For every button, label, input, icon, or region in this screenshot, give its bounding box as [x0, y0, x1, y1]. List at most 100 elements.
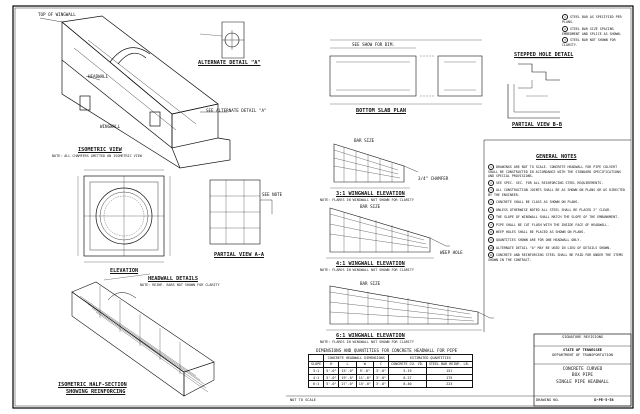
table-cell: 15'-0" — [355, 380, 374, 388]
table-cell: 27'-0" — [338, 380, 357, 388]
wingwall-3-1-drawing — [330, 143, 419, 189]
alternate-detail-a-drawing — [199, 21, 245, 59]
table-cell: 8.40 — [388, 380, 427, 388]
table-cell: 5'-0" — [323, 373, 340, 382]
table-cell — [307, 354, 325, 362]
note-number-icon: 10 — [488, 244, 494, 251]
drawing-no-label: DRAWING NO. — [536, 398, 560, 402]
wingwall-3-1-title: 3:1 WINGWALL ELEVATION — [336, 191, 405, 197]
table-header-cell: STEEL BAR REINF. LB. — [425, 360, 473, 369]
table-header-cell: L — [338, 360, 357, 369]
partial-view-bb-drawing — [507, 84, 560, 119]
note-number-icon: 4 — [488, 199, 494, 206]
table-cell: 11'-0" — [355, 373, 374, 382]
note-number-icon: 5 — [488, 206, 494, 213]
table-group-dims: CONCRETE HEADWALL DIMENSIONS — [323, 354, 390, 362]
wingwall-6-1-note: NOTE: FLARES IN WINGWALL NOT SHOWN FOR C… — [320, 340, 414, 344]
table-group-row: CONCRETE HEADWALL DIMENSIONS ESTIMATED Q… — [307, 354, 473, 362]
wingwall-4-1-drawing — [326, 207, 450, 259]
headwall-details-title: HEADWALL DETAILS — [148, 276, 198, 282]
not-to-scale: NOT TO SCALE — [290, 398, 316, 402]
table-cell: 175 — [425, 373, 473, 382]
table-header-cell: C — [372, 360, 390, 369]
wingwall-6-1-title: 6:1 WINGWALL ELEVATION — [336, 333, 405, 339]
wingwall-4-1-title: 4:1 WINGWALL ELEVATION — [336, 261, 405, 267]
table-cell: 3'-0" — [372, 373, 390, 382]
table-cell: 151 — [425, 367, 473, 375]
label-bar-size-1: BAR SIZE — [354, 138, 375, 143]
elevation-drawing — [77, 169, 171, 263]
label-bar-size-2: BAR SIZE — [360, 204, 381, 209]
headwall-details-note: NOTE: REINF. BARS NOT SHOWN FOR CLARITY — [140, 283, 220, 287]
table-header-cell: CONCRETE CU. YD. — [388, 360, 427, 369]
drawing-title-1: CONCRETE CURVED — [562, 367, 603, 372]
table-cell: 223 — [425, 380, 473, 388]
bottom-slab-plan-drawing — [329, 39, 483, 105]
agency-name: STATE OF TENNESSEE — [563, 348, 602, 352]
label-dim: SEE SHOW FOR DIM. — [352, 42, 395, 47]
wingwall-3-1-note: NOTE: FLARES IN WINGWALL NOT SHOWN FOR C… — [320, 198, 414, 202]
elevation-title: ELEVATION — [110, 268, 139, 274]
table-title: DIMENSIONS AND QUANTITIES FOR CONCRETE H… — [316, 348, 458, 353]
partial-view-bb-title: PARTIAL VIEW B-B — [512, 122, 562, 128]
sheet-inner-border — [14, 7, 632, 407]
isometric-view-note: NOTE: ALL CHAMFERS OMITTED ON ISOMETRIC … — [52, 154, 142, 158]
table-cell: 3'-0" — [372, 380, 390, 388]
iso-half-section-title-2: SHOWING REINFORCING — [66, 389, 126, 395]
table-cell: 6.27 — [388, 373, 427, 382]
title-block-frame — [533, 333, 632, 407]
general-notes-title: GENERAL NOTES — [536, 154, 577, 160]
quantities-table: CONCRETE HEADWALL DIMENSIONS ESTIMATED Q… — [307, 354, 473, 388]
agency-department: DEPARTMENT OF TRANSPORTATION — [552, 353, 613, 357]
iso-half-section-title: ISOMETRIC HALF-SECTION — [58, 382, 127, 388]
table-cell: 15'-0" — [338, 367, 357, 375]
table-cell: 3'-0" — [372, 367, 390, 375]
table-header-cell: SLOPE — [307, 360, 325, 369]
label-bar-size-3: BAR SIZE — [360, 281, 381, 286]
label-top-of-wingwall: TOP OF WINGWALL — [38, 12, 76, 17]
label-wingwall: WINGWALL — [100, 124, 121, 129]
partial-view-aa-title: PARTIAL VIEW A-A — [214, 252, 264, 258]
table-header-cell: W — [355, 360, 374, 369]
note-number-icon: 6 — [488, 214, 494, 221]
note-number-icon: 2 — [488, 179, 494, 186]
table-cell: 3:1 — [307, 367, 325, 375]
table-cell: 6:1 — [307, 380, 325, 388]
isometric-view-title: ISOMETRIC VIEW — [78, 147, 122, 153]
sheet-border — [12, 5, 634, 409]
stepped-hole-detail-drawing — [518, 57, 560, 89]
table-cell: 4:1 — [307, 373, 325, 382]
wingwall-6-1-drawing — [326, 285, 494, 331]
alternate-detail-title: ALTERNATE DETAIL "A" — [198, 60, 261, 66]
drawing-title-3: SINGLE PIPE HEADWALL — [556, 380, 609, 385]
drawing-title-2: BOX PIPE — [571, 373, 594, 378]
label-see-alternate: SEE ALTERNATE DETAIL "A" — [206, 108, 267, 113]
table-cell: 19'-0" — [338, 373, 357, 382]
label-see-note: SEE NOTE — [262, 192, 283, 197]
table-header-cell: H — [323, 360, 340, 369]
drawing-number: D-PE-5-58 — [594, 398, 614, 402]
note-number-icon: 8 — [488, 229, 494, 236]
table-cell: 9'-0" — [355, 367, 374, 375]
note-number-icon: 9 — [488, 237, 494, 244]
bottom-slab-plan-title: BOTTOM SLAB PLAN — [356, 108, 406, 114]
table-group-qty: ESTIMATED QUANTITIES — [388, 354, 473, 362]
note-number-icon: 7 — [488, 221, 494, 228]
stepped-hole-title: STEPPED HOLE DETAIL — [514, 52, 574, 58]
